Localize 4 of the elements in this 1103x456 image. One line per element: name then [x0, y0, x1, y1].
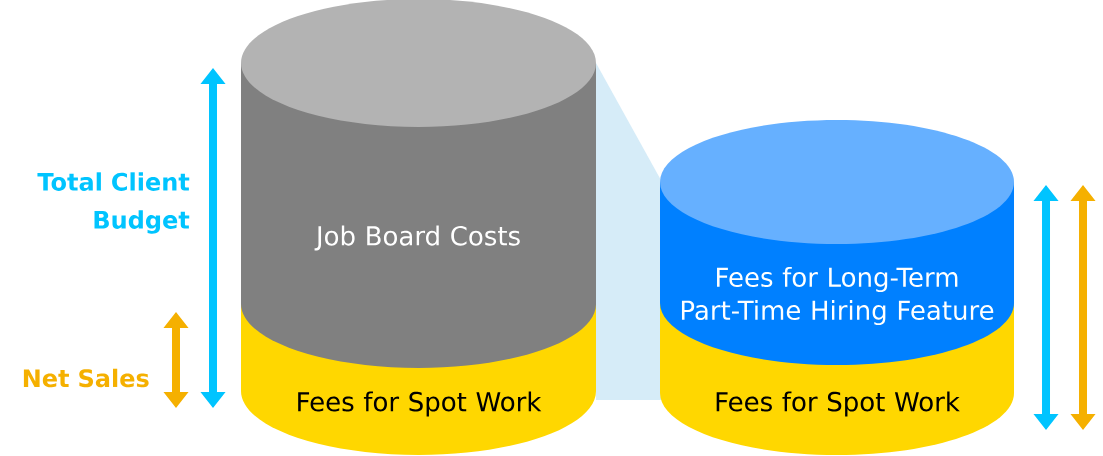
cylinder-segment: Job Board Costs: [241, 0, 596, 368]
cylinder-segment: Fees for Long-Term Part-Time Hiring Feature: [660, 120, 1014, 365]
measure-label: Total Client Budget: [37, 172, 190, 234]
measure-label: Net Sales: [23, 368, 149, 388]
